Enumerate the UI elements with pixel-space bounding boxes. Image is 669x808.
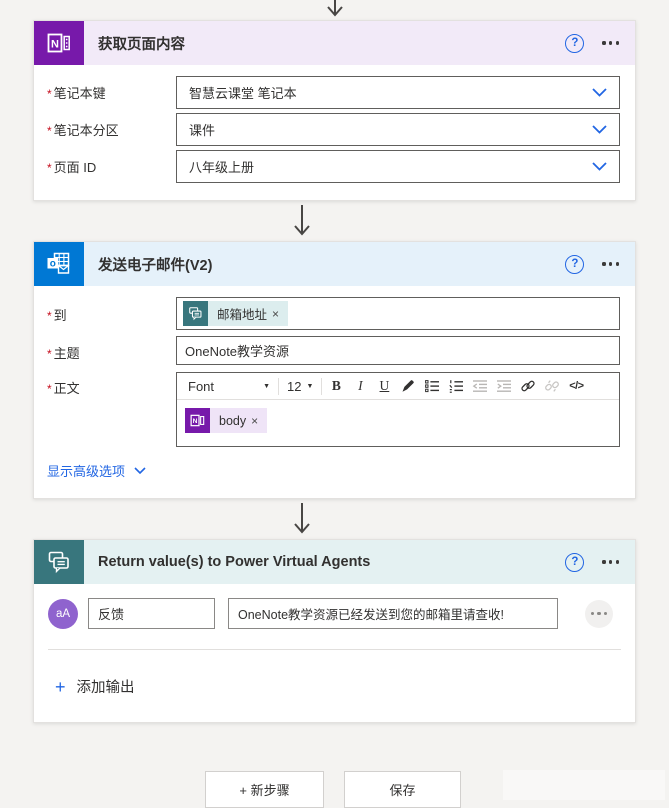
pva-token-icon — [183, 301, 208, 326]
numbered-list-button[interactable] — [444, 375, 468, 398]
ellipsis-icon — [590, 608, 608, 619]
plus-icon: + — [55, 676, 66, 697]
svg-text:N: N — [51, 39, 59, 51]
field-row-notebook-key: *笔记本键 智慧云课堂 笔记本 — [47, 76, 620, 109]
italic-button[interactable]: I — [358, 378, 363, 393]
more-options-button[interactable] — [585, 599, 613, 628]
more-menu-icon[interactable] — [602, 556, 619, 567]
required-asterisk: * — [47, 347, 52, 361]
arrow-down-icon — [293, 503, 310, 534]
field-row-notebook-section: *笔记本分区 课件 — [47, 113, 620, 146]
output-value-input[interactable]: OneNote教学资源已经发送到您的邮箱里请查收! — [228, 598, 558, 629]
onenote-token-icon: N — [185, 408, 210, 433]
action-card-get-page-content: N 获取页面内容 ? *笔记本键 智慧云课堂 笔记本 *笔记本分区 课件 — [33, 20, 636, 201]
arrow-down-icon — [326, 0, 343, 17]
help-icon[interactable]: ? — [565, 254, 585, 274]
rich-text-toolbar: Font▼ 12▼ B I U — [177, 373, 619, 400]
field-label: *正文 — [47, 381, 80, 396]
add-output-button[interactable]: + 添加输出 — [55, 676, 135, 697]
field-row-page-id: *页面 ID 八年级上册 — [47, 150, 620, 183]
indent-button[interactable] — [492, 375, 516, 398]
email-address-token[interactable]: 邮箱地址 × — [183, 301, 289, 326]
chevron-down-icon — [592, 162, 607, 171]
save-button[interactable]: 保存 — [344, 771, 461, 808]
notebook-section-dropdown[interactable]: 课件 — [176, 113, 620, 146]
field-label: *主题 — [47, 346, 80, 361]
divider — [48, 649, 621, 650]
card-title: 发送电子邮件(V2) — [98, 257, 213, 274]
more-menu-icon[interactable] — [602, 37, 619, 48]
connector-top — [33, 0, 636, 18]
page-id-dropdown[interactable]: 八年级上册 — [176, 150, 620, 183]
indent-icon — [497, 380, 512, 392]
card-title: Return value(s) to Power Virtual Agents — [98, 554, 371, 570]
field-label: *笔记本键 — [47, 86, 106, 101]
pen-icon — [402, 380, 415, 392]
numbered-list-icon — [449, 380, 464, 393]
bullet-list-icon — [425, 380, 440, 393]
card-header-send-email[interactable]: o 发送电子邮件(V2) ? — [34, 242, 635, 286]
chevron-down-icon — [134, 466, 146, 474]
outdent-button[interactable] — [468, 375, 492, 398]
output-row: aA 反馈 OneNote教学资源已经发送到您的邮箱里请查收! — [34, 584, 635, 629]
body-field[interactable]: N body × — [177, 400, 619, 446]
field-label: *到 — [47, 308, 67, 323]
bullet-list-button[interactable] — [420, 375, 444, 398]
dropdown-caret-icon: ▼ — [306, 382, 314, 390]
more-menu-icon[interactable] — [602, 258, 619, 269]
flow-footer: + 新步骤 保存 — [205, 771, 669, 808]
token-remove-icon[interactable]: × — [272, 306, 280, 321]
to-field[interactable]: 邮箱地址 × — [176, 297, 620, 330]
required-asterisk: * — [47, 161, 52, 175]
outdent-icon — [473, 380, 488, 392]
required-asterisk: * — [47, 382, 52, 396]
dropdown-caret-icon: ▼ — [263, 382, 270, 390]
outlook-icon: o — [34, 242, 84, 286]
font-family-dropdown[interactable]: Font▼ — [188, 378, 270, 394]
field-label: *笔记本分区 — [47, 123, 119, 138]
underline-button[interactable]: U — [379, 378, 390, 393]
svg-text:N: N — [193, 418, 198, 425]
notebook-key-dropdown[interactable]: 智慧云课堂 笔记本 — [176, 76, 620, 109]
new-step-button[interactable]: + 新步骤 — [205, 771, 324, 808]
required-asterisk: * — [47, 87, 52, 101]
bold-button[interactable]: B — [331, 378, 341, 393]
show-advanced-options-link[interactable]: 显示高级选项 — [47, 461, 146, 480]
card-title: 获取页面内容 — [98, 36, 185, 53]
onenote-icon: N — [34, 21, 84, 65]
card-header-get-page-content[interactable]: N 获取页面内容 ? — [34, 21, 635, 65]
card-header-return-values[interactable]: Return value(s) to Power Virtual Agents … — [34, 540, 635, 584]
action-card-return-values: Return value(s) to Power Virtual Agents … — [33, 539, 636, 723]
watermark — [503, 770, 665, 800]
token-remove-icon[interactable]: × — [251, 413, 259, 428]
help-icon[interactable]: ? — [565, 33, 585, 53]
font-size-dropdown[interactable]: 12▼ — [287, 378, 314, 394]
unlink-icon — [545, 380, 560, 392]
required-asterisk: * — [47, 309, 52, 323]
svg-text:o: o — [50, 259, 56, 270]
unlink-button[interactable] — [540, 375, 564, 398]
connector-1 — [0, 205, 603, 237]
body-token[interactable]: N body × — [185, 408, 268, 433]
text-output-type-avatar[interactable]: aA — [48, 598, 78, 629]
chevron-down-icon — [592, 125, 607, 134]
output-name-input[interactable]: 反馈 — [88, 598, 215, 629]
link-icon — [521, 380, 536, 392]
required-asterisk: * — [47, 124, 52, 138]
body-rich-text-editor: Font▼ 12▼ B I U — [176, 372, 620, 447]
pva-icon — [34, 540, 84, 584]
format-pen-button[interactable] — [396, 375, 420, 398]
field-row-body: *正文 Font▼ 12▼ B I U — [47, 372, 620, 447]
subject-field[interactable]: OneNote教学资源 — [176, 336, 620, 365]
code-view-button[interactable]: </> — [569, 380, 584, 392]
help-icon[interactable]: ? — [565, 552, 585, 572]
arrow-down-icon — [293, 205, 310, 236]
field-row-to: *到 邮箱地址 × — [47, 297, 620, 336]
chevron-down-icon — [592, 88, 607, 97]
link-button[interactable] — [516, 375, 540, 398]
field-label: *页面 ID — [47, 160, 97, 175]
field-row-subject: *主题 OneNote教学资源 — [47, 336, 620, 372]
action-card-send-email: o 发送电子邮件(V2) ? *到 — [33, 241, 636, 499]
connector-2 — [0, 503, 603, 535]
